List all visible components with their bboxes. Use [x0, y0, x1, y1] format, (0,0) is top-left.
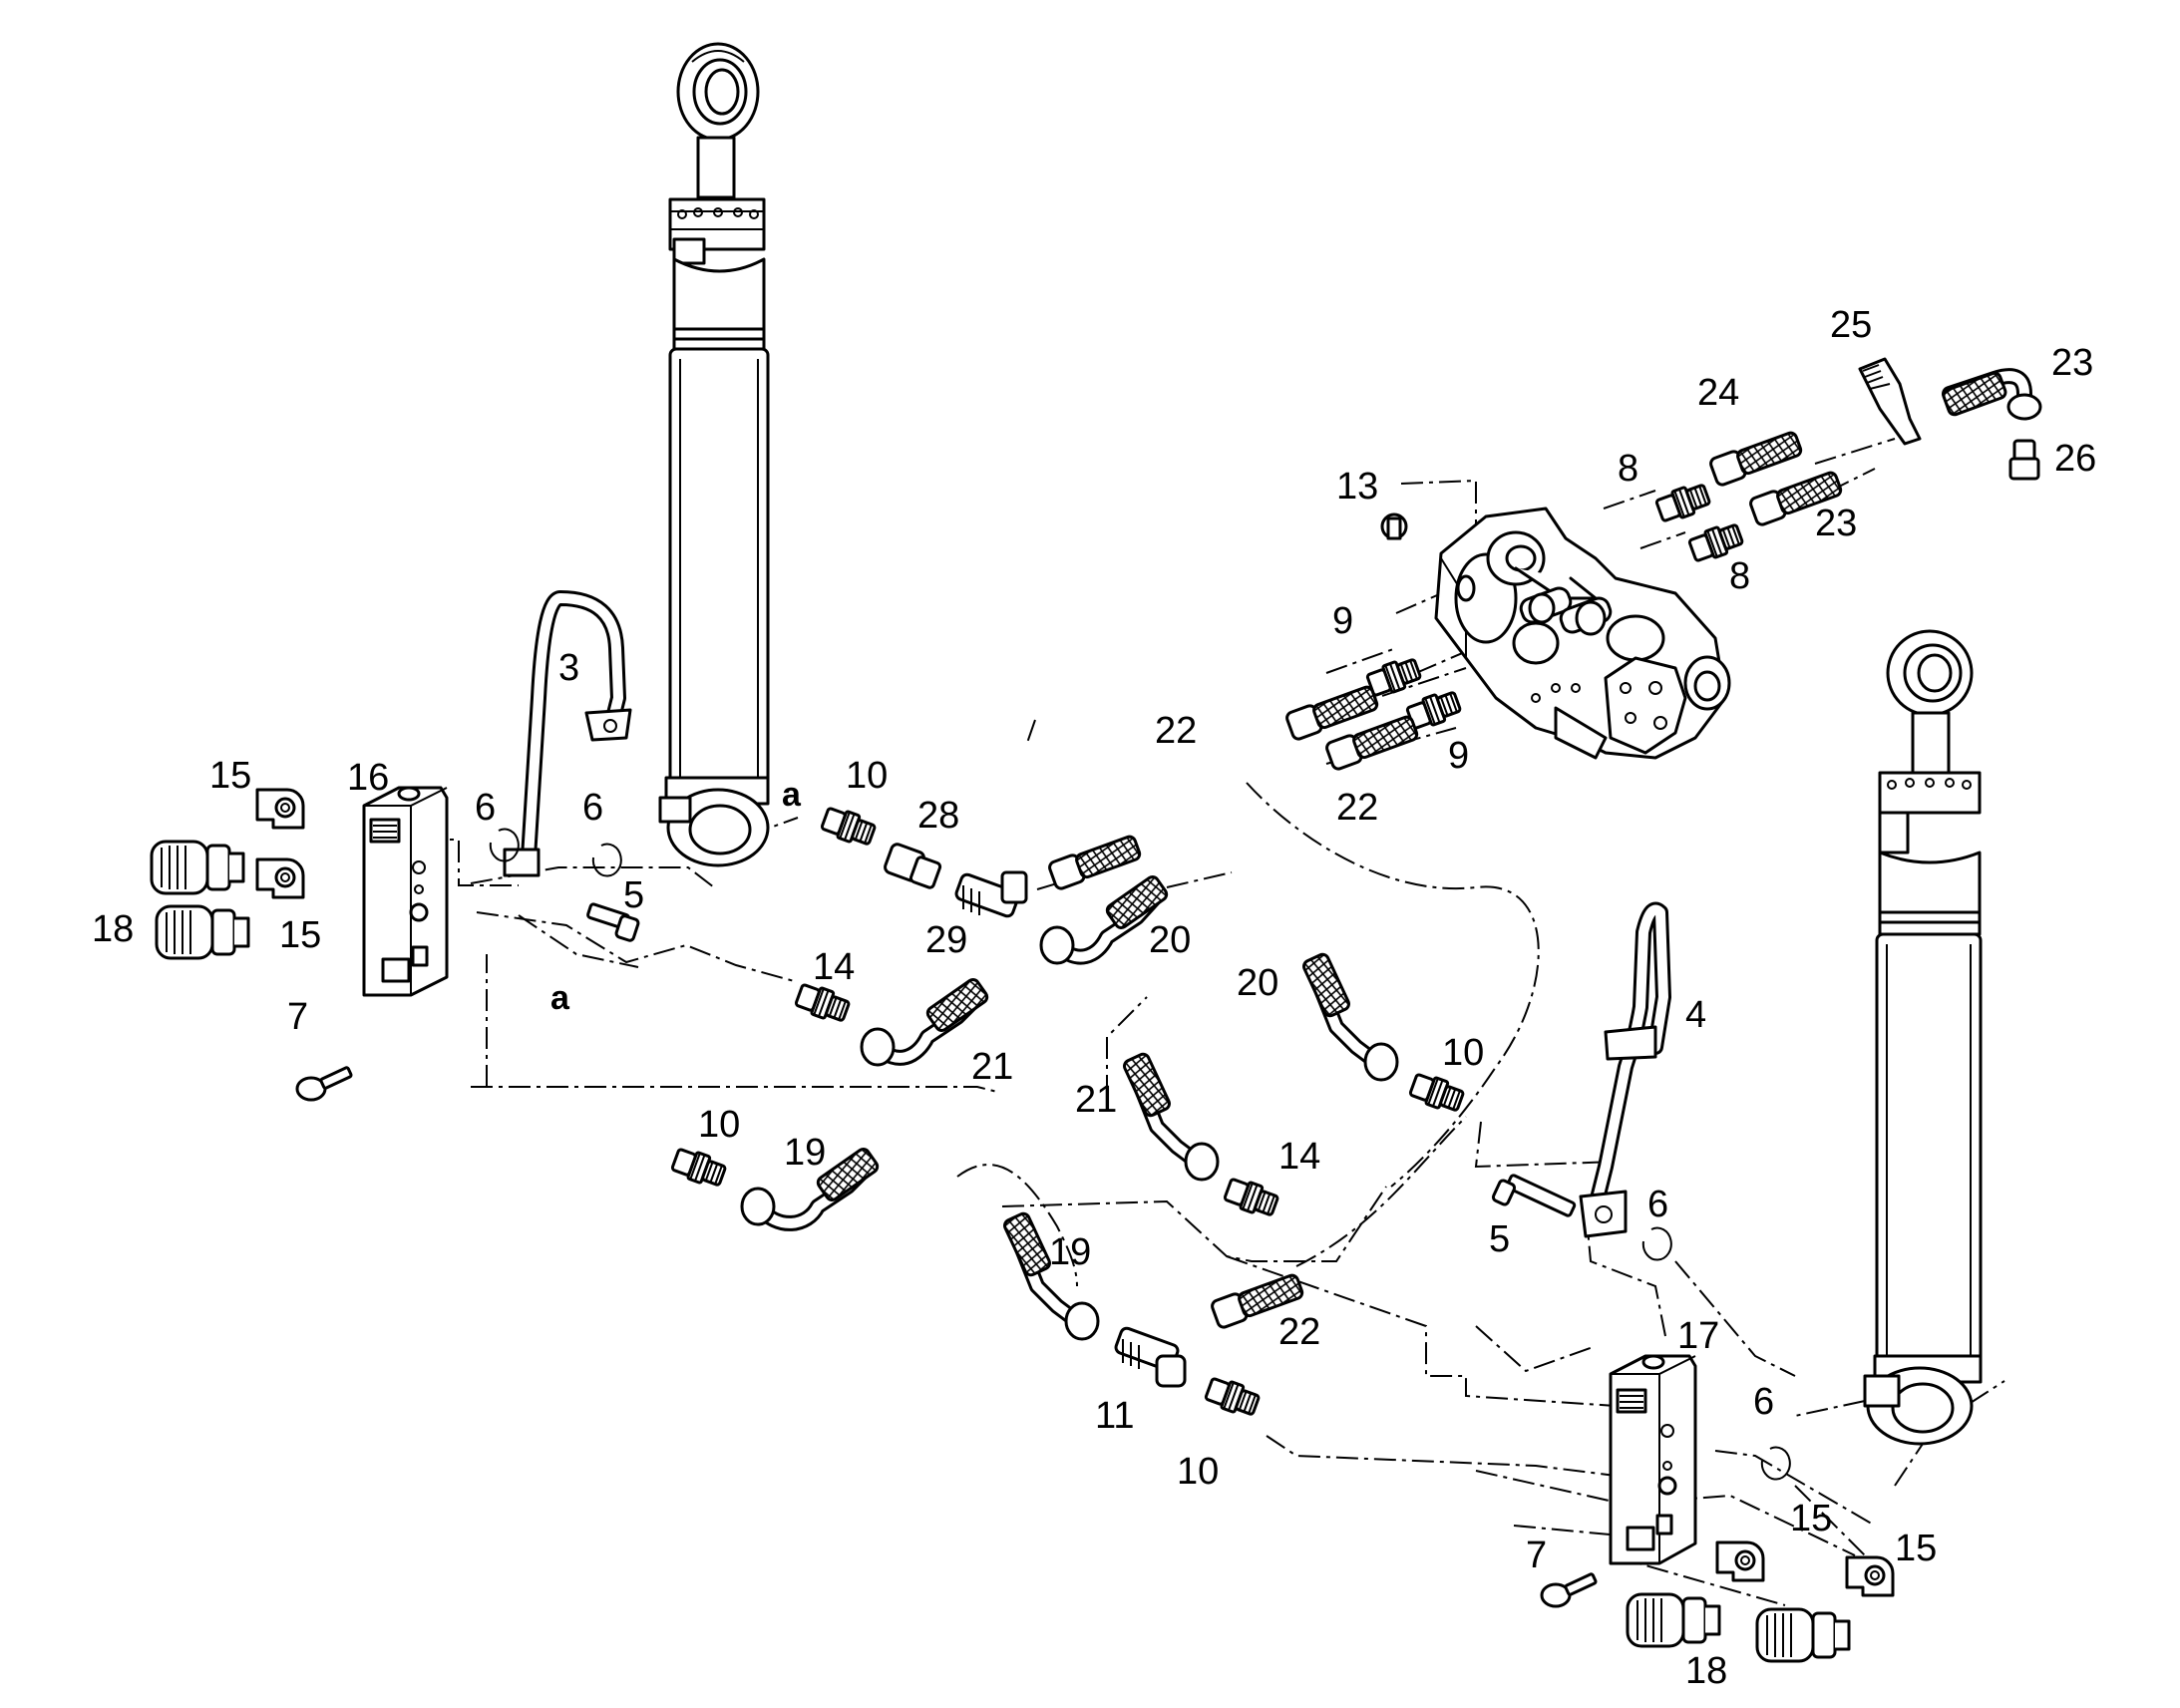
label-21-lower: 21 — [1075, 1079, 1117, 1121]
label-4: 4 — [1685, 994, 1706, 1036]
hose-19-lower — [1003, 1211, 1100, 1341]
screw-7-right — [1540, 1572, 1598, 1608]
label-9-lower: 9 — [1448, 735, 1469, 777]
label-5-lower: 5 — [1489, 1218, 1510, 1260]
label-10-d: 10 — [1177, 1451, 1219, 1493]
label-18-left: 18 — [92, 908, 134, 950]
fitting-14-right — [1222, 1174, 1281, 1221]
label-25: 25 — [1830, 304, 1872, 346]
label-3: 3 — [558, 647, 579, 689]
elbow-15-lower-right-b — [1845, 1555, 1895, 1597]
coil-18-lower-right-a — [1626, 1592, 1721, 1648]
tee-11 — [1114, 1326, 1187, 1388]
label-19-upper: 19 — [784, 1132, 826, 1174]
pipe-3 — [503, 590, 632, 877]
hose-24 — [1707, 428, 1805, 489]
plug-13 — [1380, 512, 1408, 540]
callout-labels: 3 4 5 5 6 6 6 6 7 7 8 8 9 9 10 10 10 10 … — [92, 304, 2096, 1692]
label-10-a: 10 — [846, 755, 888, 797]
hose-23-upper — [1942, 368, 2042, 421]
label-6-a: 6 — [475, 787, 496, 829]
label-14-right: 14 — [1278, 1136, 1320, 1178]
label-13: 13 — [1336, 466, 1378, 508]
leader-lines — [422, 438, 2005, 1606]
label-29: 29 — [925, 919, 967, 961]
label-9-upper: 9 — [1332, 600, 1353, 642]
label-21-upper: 21 — [971, 1046, 1013, 1088]
label-18-right: 18 — [1685, 1650, 1727, 1692]
hose-21-upper — [860, 978, 989, 1067]
fitting-28 — [884, 843, 942, 889]
label-22-middle: 22 — [1336, 787, 1378, 829]
fitting-26 — [2008, 439, 2040, 481]
label-20-lower: 20 — [1237, 962, 1278, 1004]
label-15-a: 15 — [209, 755, 251, 797]
valve-block-16 — [362, 786, 449, 997]
control-valve-block — [1434, 507, 1731, 760]
label-26: 26 — [2054, 438, 2096, 480]
label-6-b: 6 — [582, 787, 603, 829]
label-22-lower: 22 — [1278, 1311, 1320, 1353]
label-24: 24 — [1697, 372, 1739, 414]
label-23-upper: 23 — [2051, 342, 2093, 384]
fitting-10-right — [1407, 1069, 1467, 1117]
hose-19-upper — [740, 1148, 880, 1231]
label-8-upper: 8 — [1618, 448, 1638, 490]
tee-29 — [954, 870, 1028, 918]
label-7-right: 7 — [1526, 1535, 1547, 1576]
label-6-d: 6 — [1753, 1381, 1774, 1423]
label-15-c: 15 — [1790, 1498, 1832, 1539]
label-16: 16 — [347, 757, 389, 799]
label-6-c: 6 — [1647, 1184, 1668, 1225]
hose-20-upper — [1039, 875, 1169, 965]
elbow-15-upper-left — [255, 788, 305, 830]
elbow-15-lower-left — [255, 857, 305, 899]
bolt-5-right — [1491, 1174, 1577, 1217]
fitting-10-lower-left — [669, 1144, 729, 1192]
label-23-lower: 23 — [1815, 503, 1857, 544]
label-15-b: 15 — [279, 914, 321, 956]
clamp-25 — [1858, 357, 1922, 446]
label-a-lower: a — [550, 979, 570, 1017]
label-20-upper: 20 — [1149, 919, 1191, 961]
fitting-8-upper — [1653, 479, 1713, 526]
pipe-4 — [1579, 901, 1671, 1238]
screw-7-left — [295, 1066, 353, 1102]
label-a-upper: a — [782, 776, 802, 814]
hose-20-lower — [1302, 952, 1399, 1082]
bolt-5-left — [586, 902, 640, 942]
label-10-b: 10 — [1442, 1032, 1484, 1074]
coil-18-lower-left — [155, 904, 250, 960]
hose-21-lower — [1123, 1052, 1220, 1182]
label-10-c: 10 — [698, 1104, 740, 1146]
label-17: 17 — [1677, 1315, 1719, 1357]
coil-18-upper-left — [150, 840, 245, 895]
label-28: 28 — [917, 795, 959, 837]
label-19-lower: 19 — [1049, 1231, 1091, 1273]
hose-22-left — [1046, 832, 1144, 892]
label-7-left: 7 — [287, 996, 308, 1038]
valve-block-17 — [1609, 1354, 1697, 1565]
fitting-10-upper-left — [819, 803, 879, 851]
label-15-d: 15 — [1895, 1528, 1937, 1569]
left-hydraulic-cylinder — [658, 42, 770, 867]
label-22-upper: 22 — [1155, 710, 1197, 752]
label-14-left: 14 — [813, 946, 855, 988]
label-11: 11 — [1095, 1395, 1134, 1437]
right-hydraulic-cylinder — [1863, 629, 1983, 1446]
label-5-upper: 5 — [623, 874, 644, 916]
coil-18-lower-right-b — [1755, 1607, 1851, 1663]
elbow-15-lower-right-a — [1715, 1540, 1765, 1582]
fitting-10-bottom — [1203, 1373, 1263, 1421]
label-8-lower: 8 — [1729, 555, 1750, 597]
ring-6 — [489, 828, 1791, 1481]
